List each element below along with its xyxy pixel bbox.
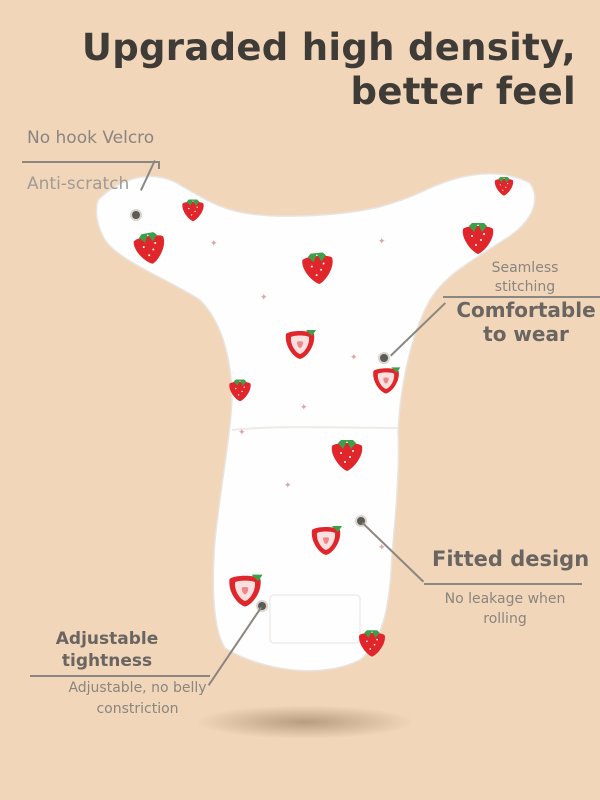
svg-text:✦: ✦ xyxy=(210,239,218,249)
product-shadow xyxy=(195,705,415,739)
svg-text:✦: ✦ xyxy=(350,353,358,363)
svg-text:✦: ✦ xyxy=(238,428,246,438)
callout-fitted-design: Fitted design xyxy=(432,547,590,571)
callout-no-hook-velcro: No hook Velcro xyxy=(27,128,155,148)
page-title: Upgraded high density, better feel xyxy=(81,26,576,113)
callout-no-belly-constriction: Adjustable, no belly constriction xyxy=(68,680,207,717)
callout-dot xyxy=(378,352,390,364)
callout-comfortable-to-wear: Comfortable to wear xyxy=(456,298,596,346)
svg-text:✦: ✦ xyxy=(284,481,292,491)
callout-seamless-stitching: Seamless stitching xyxy=(491,260,559,295)
callout-no-leakage: No leakage when rolling xyxy=(444,591,566,627)
svg-text:✦: ✦ xyxy=(378,543,386,553)
svg-text:✦: ✦ xyxy=(378,237,386,247)
callout-line-horizontal xyxy=(443,296,600,298)
callout-line-vertical xyxy=(158,161,160,169)
callout-line-horizontal xyxy=(424,583,582,585)
callout-anti-scratch: Anti-scratch xyxy=(27,174,130,194)
callout-line-horizontal xyxy=(30,675,210,677)
svg-text:✦: ✦ xyxy=(300,403,308,413)
svg-text:✦: ✦ xyxy=(260,293,268,303)
callout-line-horizontal xyxy=(22,161,160,163)
callout-dot xyxy=(130,209,142,221)
callout-adjustable-tightness: Adjustable tightness xyxy=(55,629,159,671)
